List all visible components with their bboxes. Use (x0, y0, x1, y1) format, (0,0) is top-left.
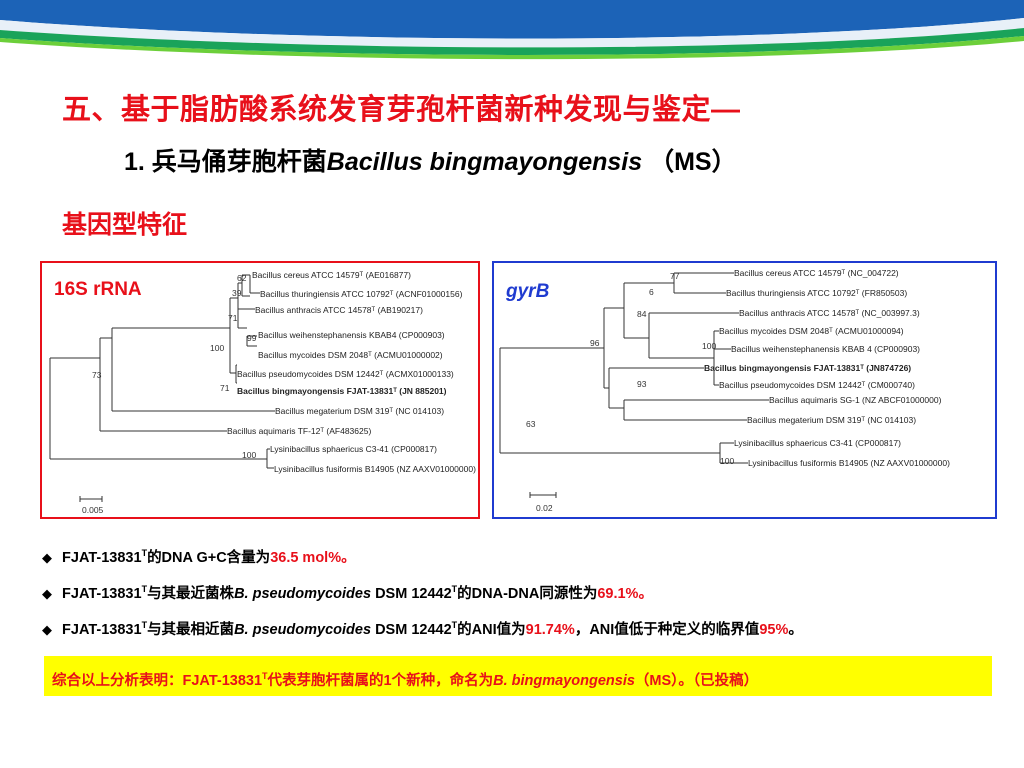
diamond-bullet-icon: ◆ (42, 550, 52, 565)
subtitle-suffix: （MS） (642, 148, 737, 176)
taxon-label-new-species: Bacillus bingmayongensis FJAT-13831ᵀ (JN… (704, 363, 911, 373)
bootstrap-value: 63 (526, 419, 536, 429)
taxon-label: Bacillus anthracis ATCC 14578ᵀ (AB190217… (255, 305, 423, 315)
taxon-label: Bacillus weihenstephanensis KBAB 4 (CP00… (731, 344, 920, 354)
taxon-label: Bacillus megaterium DSM 319ᵀ (NC 014103) (747, 415, 916, 425)
ani-value: 91.74% (525, 622, 575, 638)
taxon-label: Bacillus mycoides DSM 2048ᵀ (ACMU0100000… (258, 350, 443, 360)
bootstrap-value: 73 (92, 370, 102, 380)
species-subtitle: 1. 兵马俑芽胞杆菌Bacillus bingmayongensis （MS） (124, 142, 737, 178)
bootstrap-value: 100 (720, 456, 734, 466)
bootstrap-value: 39 (232, 288, 242, 298)
bullet-item: ◆ FJAT-13831T与其最相近菌B. pseudomycoides DSM… (42, 620, 803, 638)
scale-label: 0.005 (82, 505, 104, 515)
bootstrap-value: 99 (247, 333, 257, 343)
ani-threshold-value: 95% (759, 622, 789, 638)
bootstrap-value: 71 (228, 313, 238, 323)
bootstrap-value: 100 (242, 450, 256, 460)
taxon-label: Bacillus pseudomycoides DSM 12442ᵀ (ACMX… (237, 369, 454, 379)
taxon-label: Bacillus pseudomycoides DSM 12442ᵀ (CM00… (719, 380, 915, 390)
section-heading: 基因型特征 (62, 211, 188, 239)
bullet-item: ◆ FJAT-13831T与其最近菌株B. pseudomycoides DSM… (42, 584, 653, 602)
taxon-label: Bacillus cereus ATCC 14579ᵀ (AE016877) (252, 270, 411, 280)
bullet-item: ◆ FJAT-13831T的DNA G+C含量为36.5 mol%。 (42, 548, 356, 566)
taxon-label: Bacillus aquimaris TF-12ᵀ (AF483625) (227, 426, 371, 436)
taxon-label: Bacillus anthracis ATCC 14578ᵀ (NC_00399… (739, 308, 920, 318)
taxon-label: Lysinibacillus fusiformis B14905 (NZ AAX… (274, 464, 476, 474)
bootstrap-value: 100 (210, 343, 224, 353)
taxon-label: Bacillus weihenstephanensis KBAB4 (CP000… (258, 330, 445, 340)
diamond-bullet-icon: ◆ (42, 622, 52, 637)
subtitle-prefix: 1. 兵马俑芽胞杆菌 (124, 148, 327, 176)
scale-label: 0.02 (536, 503, 553, 513)
taxon-label: Bacillus aquimaris SG-1 (NZ ABCF01000000… (769, 395, 942, 405)
bootstrap-value: 62 (237, 273, 247, 283)
slide-title: 五、基于脂肪酸系统发育芽孢杆菌新种发现与鉴定— (62, 94, 741, 126)
conclusion-box: 综合以上分析表明：FJAT-13831T代表芽胞杆菌属的1个新种，命名为B. b… (44, 656, 992, 696)
tree-gyrb-panel: Bacillus cereus ATCC 14579ᵀ (NC_004722) … (492, 261, 997, 519)
taxon-label: Bacillus mycoides DSM 2048ᵀ (ACMU0100009… (719, 326, 904, 336)
tree-gyrb-labels: Bacillus cereus ATCC 14579ᵀ (NC_004722) … (526, 268, 950, 513)
gc-content-value: 36.5 mol% (270, 550, 342, 566)
tree-16s-panel: Bacillus cereus ATCC 14579ᵀ (AE016877) B… (40, 261, 480, 519)
bootstrap-value: 100 (702, 341, 716, 351)
tree-gyrb: Bacillus cereus ATCC 14579ᵀ (NC_004722) … (499, 268, 950, 513)
taxon-label: Bacillus thuringiensis ATCC 10792ᵀ (FR85… (726, 288, 907, 298)
taxon-label: Bacillus thuringiensis ATCC 10792ᵀ (ACNF… (260, 289, 463, 299)
taxon-label: Bacillus megaterium DSM 319ᵀ (NC 014103) (275, 406, 444, 416)
tree-16s-label: 16S rRNA (54, 279, 142, 300)
taxon-label-new-species: Bacillus bingmayongensis FJAT-13831ᵀ (JN… (237, 386, 447, 396)
taxon-label: Lysinibacillus sphaericus C3-41 (CP00081… (270, 444, 437, 454)
diamond-bullet-icon: ◆ (42, 586, 52, 601)
taxon-label: Lysinibacillus fusiformis B14905 (NZ AAX… (748, 458, 950, 468)
header-banner (0, 0, 1024, 60)
bootstrap-value: 96 (590, 338, 600, 348)
taxon-label: Lysinibacillus sphaericus C3-41 (CP00081… (734, 438, 901, 448)
tree-16s-labels: Bacillus cereus ATCC 14579ᵀ (AE016877) B… (82, 270, 476, 515)
bootstrap-value: 6 (649, 287, 654, 297)
taxon-label: Bacillus cereus ATCC 14579ᵀ (NC_004722) (734, 268, 899, 278)
ddh-value: 69.1% (597, 586, 639, 602)
subtitle-latin: Bacillus bingmayongensis (326, 148, 643, 176)
tree-gyrb-label: gyrB (506, 281, 550, 302)
bootstrap-value: 93 (637, 379, 647, 389)
bootstrap-value: 71 (220, 383, 230, 393)
tree-16s: Bacillus cereus ATCC 14579ᵀ (AE016877) B… (49, 270, 476, 515)
bootstrap-value: 77 (670, 271, 680, 281)
bootstrap-value: 84 (637, 309, 647, 319)
